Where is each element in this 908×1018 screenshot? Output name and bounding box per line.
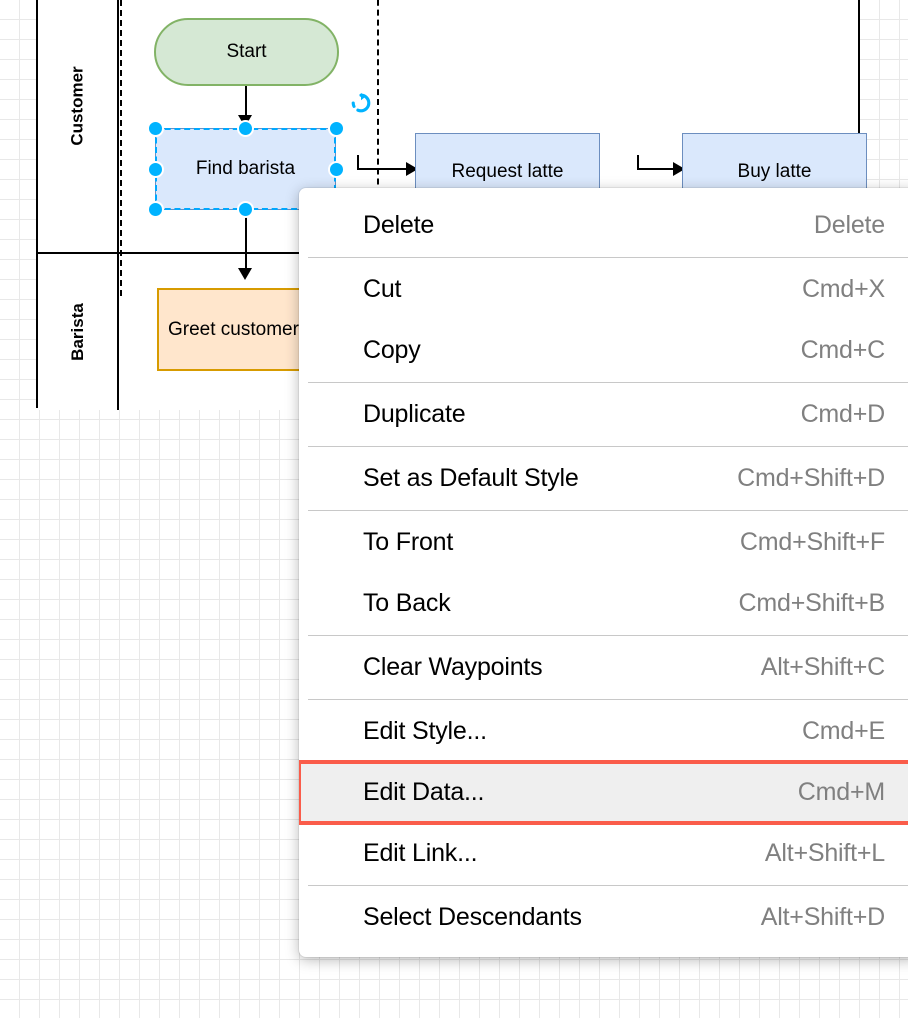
resize-handle-bottom-left[interactable] [147,201,164,218]
edge-find-to-request-vertical[interactable] [357,155,359,170]
node-buy-latte-label: Buy latte [737,161,812,182]
node-greet-customer-label: Greet customer [168,318,299,340]
menu-item-cut[interactable]: Cut Cmd+X [299,259,908,320]
menu-item-label: Delete [363,211,435,239]
phase-divider-2 [377,0,379,254]
phase-divider-1 [120,0,122,296]
menu-item-label: Edit Style... [363,717,487,745]
menu-item-set-as-default-style[interactable]: Set as Default Style Cmd+Shift+D [299,448,908,509]
menu-item-label: Cut [363,275,402,303]
resize-handle-middle-right[interactable] [328,161,345,178]
resize-handle-bottom-center[interactable] [237,201,254,218]
lane-header-customer[interactable]: Customer [38,0,119,252]
menu-item-label: To Back [363,589,451,617]
edge-find-to-greet-vertical[interactable] [245,208,247,272]
menu-item-shortcut: Cmd+M [797,778,885,806]
menu-item-duplicate[interactable]: Duplicate Cmd+D [299,384,908,445]
menu-item-edit-style[interactable]: Edit Style... Cmd+E [299,701,908,762]
node-start[interactable]: Start [154,18,339,86]
menu-item-shortcut: Alt+Shift+C [760,653,885,681]
menu-item-shortcut: Cmd+Shift+F [739,528,885,556]
menu-item-shortcut: Cmd+Shift+B [738,589,886,617]
menu-item-shortcut: Cmd+D [800,400,886,428]
lane-header-barista[interactable]: Barista [38,254,119,410]
node-request-latte-label: Request latte [451,161,564,182]
node-start-label: Start [226,41,267,62]
edge-request-to-buy-horizontal[interactable] [637,168,683,170]
menu-item-shortcut: Cmd+C [800,336,886,364]
menu-item-shortcut: Cmd+X [801,275,885,303]
menu-item-label: Select Descendants [363,903,582,931]
menu-item-shortcut: Cmd+E [801,717,885,745]
rotate-icon[interactable] [350,92,372,114]
menu-item-label: Copy [363,336,421,364]
menu-item-label: Edit Data... [363,778,485,806]
resize-handle-top-right[interactable] [328,120,345,137]
menu-item-label: To Front [363,528,454,556]
menu-item-edit-data[interactable]: Edit Data... Cmd+M [299,760,908,825]
menu-item-copy[interactable]: Copy Cmd+C [299,320,908,381]
menu-item-edit-link[interactable]: Edit Link... Alt+Shift+L [299,823,908,884]
node-find-barista-label: Find barista [195,158,296,179]
menu-item-shortcut: Alt+Shift+L [764,839,885,867]
menu-item-label: Duplicate [363,400,466,428]
menu-separator [308,257,908,258]
menu-separator [308,446,908,447]
menu-item-shortcut: Cmd+Shift+D [737,464,885,492]
menu-item-label: Clear Waypoints [363,653,543,681]
menu-item-shortcut: Delete [813,211,885,239]
menu-item-clear-waypoints[interactable]: Clear Waypoints Alt+Shift+C [299,637,908,698]
menu-item-to-front[interactable]: To Front Cmd+Shift+F [299,512,908,573]
menu-item-delete[interactable]: Delete Delete [299,195,908,256]
edge-start-to-find-vertical[interactable] [245,86,247,118]
resize-handle-middle-left[interactable] [147,161,164,178]
edge-find-to-greet-arrow [238,268,252,280]
menu-separator [308,510,908,511]
lane-label-customer: Customer [67,66,87,146]
menu-item-select-descendants[interactable]: Select Descendants Alt+Shift+D [299,887,908,948]
resize-handle-top-center[interactable] [237,120,254,137]
menu-separator [308,699,908,700]
menu-item-label: Set as Default Style [363,464,579,492]
menu-separator [308,635,908,636]
menu-separator [308,885,908,886]
edge-find-to-request-horizontal[interactable] [357,168,414,170]
resize-handle-top-left[interactable] [147,120,164,137]
lane-label-barista: Barista [67,303,87,361]
menu-separator [308,382,908,383]
menu-item-to-back[interactable]: To Back Cmd+Shift+B [299,573,908,634]
edge-request-to-buy-vertical[interactable] [637,155,639,170]
menu-item-shortcut: Alt+Shift+D [760,903,885,931]
menu-item-label: Edit Link... [363,839,478,867]
